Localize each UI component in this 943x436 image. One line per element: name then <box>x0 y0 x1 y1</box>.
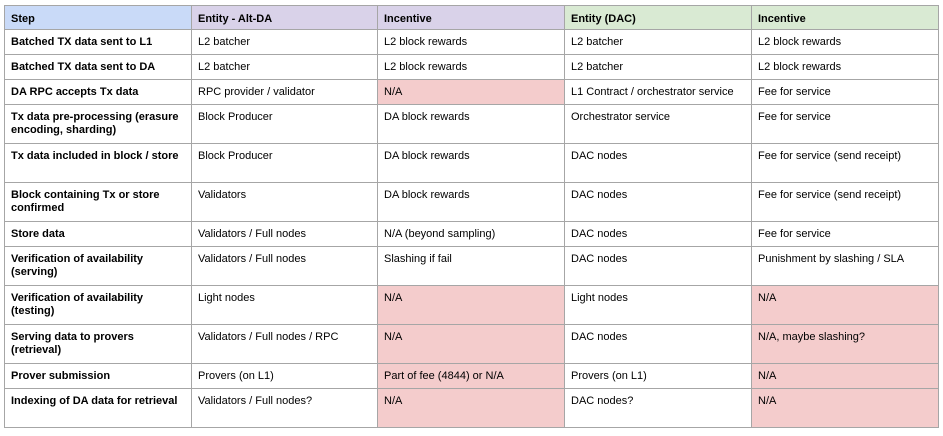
step-cell: DA RPC accepts Tx data <box>4 79 192 105</box>
step-cell: Indexing of DA data for retrieval <box>4 388 192 428</box>
dac-incentive-cell: L2 block rewards <box>751 29 939 55</box>
table-row: Store data Validators / Full nodes N/A (… <box>4 221 939 247</box>
alt-entity-cell: Validators / Full nodes <box>191 221 378 247</box>
dac-entity-cell: DAC nodes <box>564 221 752 247</box>
header-entity-alt-da: Entity - Alt-DA <box>191 5 378 30</box>
alt-incentive-cell: Slashing if fail <box>377 246 565 286</box>
dac-incentive-cell: N/A <box>751 363 939 389</box>
alt-incentive-cell: N/A <box>377 388 565 428</box>
alt-entity-cell: Block Producer <box>191 104 378 144</box>
dac-entity-cell: Provers (on L1) <box>564 363 752 389</box>
step-cell: Batched TX data sent to L1 <box>4 29 192 55</box>
dac-incentive-cell: Punishment by slashing / SLA <box>751 246 939 286</box>
alt-incentive-cell: N/A <box>377 285 565 325</box>
dac-entity-cell: Orchestrator service <box>564 104 752 144</box>
step-cell: Verification of availability (serving) <box>4 246 192 286</box>
dac-incentive-cell: N/A <box>751 285 939 325</box>
alt-entity-cell: L2 batcher <box>191 29 378 55</box>
dac-incentive-cell: Fee for service <box>751 79 939 105</box>
dac-entity-cell: DAC nodes <box>564 143 752 183</box>
dac-entity-cell: L2 batcher <box>564 29 752 55</box>
dac-entity-cell: DAC nodes? <box>564 388 752 428</box>
step-cell: Batched TX data sent to DA <box>4 54 192 80</box>
step-cell: Store data <box>4 221 192 247</box>
table-row: Verification of availability (serving) V… <box>4 246 939 286</box>
header-incentive-alt-da: Incentive <box>377 5 565 30</box>
step-cell: Serving data to provers (retrieval) <box>4 324 192 364</box>
table-row: Batched TX data sent to DA L2 batcher L2… <box>4 54 939 80</box>
alt-entity-cell: RPC provider / validator <box>191 79 378 105</box>
table-row: Verification of availability (testing) L… <box>4 285 939 325</box>
table-row: DA RPC accepts Tx data RPC provider / va… <box>4 79 939 105</box>
dac-entity-cell: L2 batcher <box>564 54 752 80</box>
alt-incentive-cell: DA block rewards <box>377 143 565 183</box>
dac-incentive-cell: Fee for service (send receipt) <box>751 182 939 222</box>
dac-entity-cell: L1 Contract / orchestrator service <box>564 79 752 105</box>
header-row: Step Entity - Alt-DA Incentive Entity (D… <box>4 5 939 30</box>
alt-entity-cell: Validators / Full nodes <box>191 246 378 286</box>
dac-incentive-cell: L2 block rewards <box>751 54 939 80</box>
dac-incentive-cell: Fee for service <box>751 221 939 247</box>
step-cell: Block containing Tx or store confirmed <box>4 182 192 222</box>
step-cell: Prover submission <box>4 363 192 389</box>
alt-entity-cell: Validators / Full nodes? <box>191 388 378 428</box>
header-entity-dac: Entity (DAC) <box>564 5 752 30</box>
dac-entity-cell: DAC nodes <box>564 246 752 286</box>
alt-incentive-cell: N/A <box>377 79 565 105</box>
table-row: Tx data pre-processing (erasure encoding… <box>4 104 939 144</box>
dac-incentive-cell: Fee for service <box>751 104 939 144</box>
alt-incentive-cell: DA block rewards <box>377 182 565 222</box>
header-incentive-dac: Incentive <box>751 5 939 30</box>
table-row: Serving data to provers (retrieval) Vali… <box>4 324 939 364</box>
dac-entity-cell: DAC nodes <box>564 182 752 222</box>
table-row: Batched TX data sent to L1 L2 batcher L2… <box>4 29 939 55</box>
alt-entity-cell: Validators / Full nodes / RPC <box>191 324 378 364</box>
dac-incentive-cell: N/A <box>751 388 939 428</box>
table-row: Prover submission Provers (on L1) Part o… <box>4 363 939 389</box>
dac-entity-cell: Light nodes <box>564 285 752 325</box>
alt-incentive-cell: N/A (beyond sampling) <box>377 221 565 247</box>
alt-incentive-cell: L2 block rewards <box>377 54 565 80</box>
alt-incentive-cell: N/A <box>377 324 565 364</box>
dac-incentive-cell: Fee for service (send receipt) <box>751 143 939 183</box>
comparison-table: Step Entity - Alt-DA Incentive Entity (D… <box>4 5 939 428</box>
dac-incentive-cell: N/A, maybe slashing? <box>751 324 939 364</box>
table-row: Block containing Tx or store confirmed V… <box>4 182 939 222</box>
dac-entity-cell: DAC nodes <box>564 324 752 364</box>
table-row: Indexing of DA data for retrieval Valida… <box>4 388 939 428</box>
alt-entity-cell: Block Producer <box>191 143 378 183</box>
alt-entity-cell: Light nodes <box>191 285 378 325</box>
alt-entity-cell: Provers (on L1) <box>191 363 378 389</box>
step-cell: Tx data included in block / store <box>4 143 192 183</box>
alt-entity-cell: Validators <box>191 182 378 222</box>
step-cell: Verification of availability (testing) <box>4 285 192 325</box>
table-row: Tx data included in block / store Block … <box>4 143 939 183</box>
alt-incentive-cell: L2 block rewards <box>377 29 565 55</box>
alt-entity-cell: L2 batcher <box>191 54 378 80</box>
alt-incentive-cell: DA block rewards <box>377 104 565 144</box>
header-step: Step <box>4 5 192 30</box>
alt-incentive-cell: Part of fee (4844) or N/A <box>377 363 565 389</box>
step-cell: Tx data pre-processing (erasure encoding… <box>4 104 192 144</box>
